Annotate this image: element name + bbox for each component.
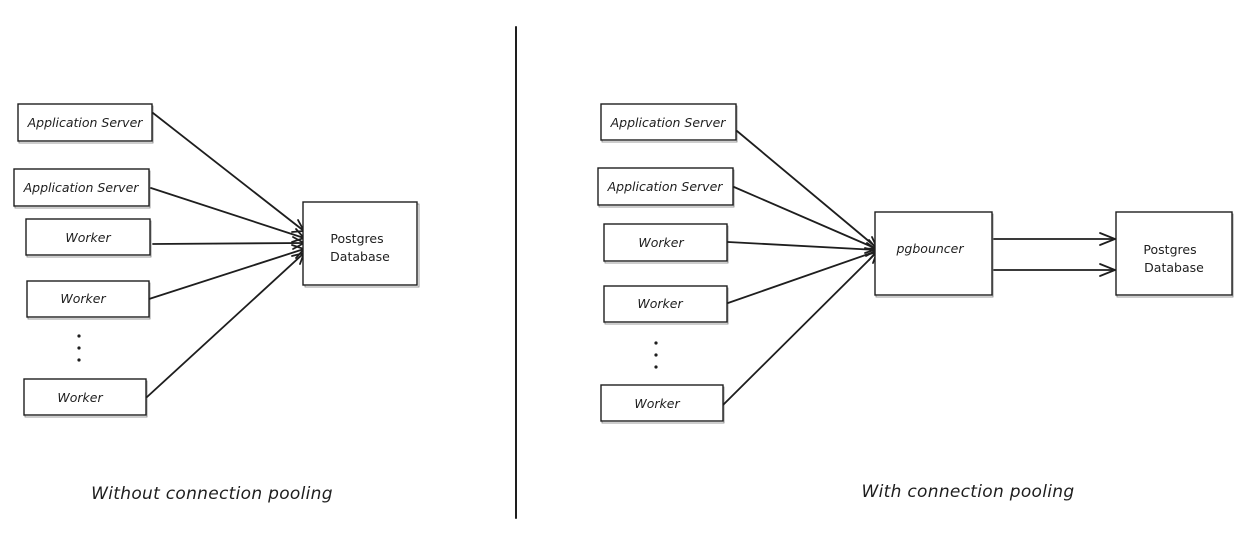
left-worker-3-label: Worker: [57, 390, 103, 405]
left-edge-w1-db: [152, 242, 305, 245]
right-pgbouncer-label: pgbouncer: [896, 241, 965, 256]
right-edge-pgb-db-1-arrowhead: [1099, 232, 1118, 246]
right-edge-app1-pgb: [736, 130, 878, 249]
left-worker-3: Worker: [23, 378, 148, 418]
left-ellipsis-dot-1: [77, 334, 81, 338]
left-ellipsis-dot-2: [77, 346, 81, 350]
right-worker-3-label: Worker: [634, 396, 680, 411]
right-postgres-database-label-line-2: Database: [1144, 260, 1204, 275]
right-postgres-database-label-line-1: Postgres: [1143, 242, 1196, 257]
left-postgres-database: Postgres Database: [302, 201, 420, 288]
left-edge-app1-db: [152, 112, 305, 232]
left-ellipsis-dot-3: [77, 358, 81, 362]
left-ellipsis: [77, 334, 81, 362]
left-postgres-database-label-line-2: Database: [330, 249, 390, 264]
right-worker-1-label: Worker: [638, 235, 684, 250]
right-postgres-database: Postgres Database: [1115, 211, 1234, 298]
right-edge-app2-pgb: [733, 186, 878, 250]
right-ellipsis-dot-1: [654, 341, 658, 345]
left-postgres-database-label-line-1: Postgres: [330, 231, 383, 246]
left-edge-app2-db: [150, 187, 305, 239]
right-ellipsis-dot-3: [654, 365, 658, 369]
right-ellipsis-dot-2: [654, 353, 658, 357]
right-panel: Application Server Application Server Wo…: [597, 103, 1234, 502]
right-edge-w1-pgb: [727, 241, 878, 251]
left-app-server-1-label: Application Server: [27, 115, 144, 130]
left-app-server-2: Application Server: [13, 168, 151, 209]
right-app-server-2-label: Application Server: [607, 179, 724, 194]
left-edges: [146, 112, 306, 398]
left-edge-w3-db: [146, 252, 305, 398]
right-caption: With connection pooling: [862, 482, 1075, 502]
right-ellipsis: [654, 341, 658, 369]
right-app-server-1: Application Server: [600, 103, 738, 143]
right-worker-3: Worker: [600, 384, 725, 424]
left-app-server-1: Application Server: [17, 103, 154, 144]
left-caption: Without connection pooling: [91, 484, 333, 504]
right-worker-2: Worker: [603, 285, 729, 325]
right-pgbouncer: pgbouncer: [874, 211, 994, 298]
right-edge-w3-pgb: [722, 251, 878, 406]
right-worker-1: Worker: [603, 223, 729, 264]
right-app-server-2: Application Server: [597, 167, 735, 208]
left-worker-2: Worker: [26, 280, 151, 320]
right-worker-2-label: Worker: [637, 296, 683, 311]
right-edges: [722, 130, 1118, 406]
left-panel: Application Server Application Server Wo…: [13, 103, 420, 504]
left-edge-w2-db: [148, 248, 305, 300]
left-worker-1: Worker: [25, 218, 152, 258]
right-app-server-1-label: Application Server: [610, 115, 727, 130]
right-edge-w2-pgb: [727, 250, 878, 304]
left-app-server-2-label: Application Server: [23, 180, 140, 195]
right-edge-pgb-db-2-arrowhead: [1099, 263, 1118, 277]
left-worker-2-label: Worker: [60, 291, 106, 306]
left-worker-1-label: Worker: [65, 230, 111, 245]
